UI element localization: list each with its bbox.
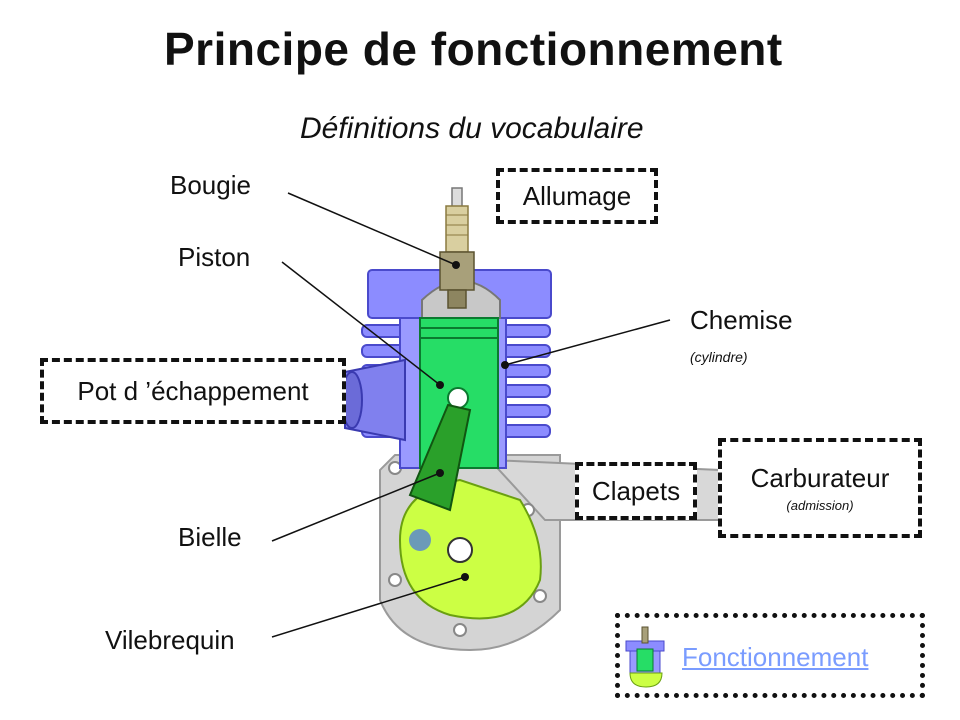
spark-plug bbox=[439, 187, 475, 309]
leader-dots bbox=[436, 261, 509, 581]
page-title: Principe de fonctionnement bbox=[164, 23, 783, 75]
label-bougie: Bougie bbox=[170, 170, 251, 200]
carburateur-sub: (admission) bbox=[786, 498, 854, 513]
box-clapets: Clapets bbox=[575, 462, 697, 520]
label-chemise: Chemise bbox=[690, 305, 793, 335]
crankshaft bbox=[398, 478, 542, 620]
label-chemise-sub: (cylindre) bbox=[690, 349, 748, 365]
box-carburateur: Carburateur (admission) bbox=[718, 438, 922, 538]
box-allumage: Allumage bbox=[496, 168, 658, 224]
label-bielle: Bielle bbox=[178, 522, 242, 552]
fonctionnement-link[interactable]: Fonctionnement bbox=[682, 642, 869, 672]
carburateur-title: Carburateur bbox=[750, 463, 890, 493]
label-vilebrequin: Vilebrequin bbox=[105, 625, 235, 655]
mini-engine-icon bbox=[625, 626, 665, 688]
leader-lines bbox=[271, 192, 671, 638]
page-subtitle: Définitions du vocabulaire bbox=[300, 112, 644, 145]
connecting-rod bbox=[408, 403, 472, 512]
box-pot-echappement: Pot d ’échappement bbox=[40, 358, 346, 424]
fonctionnement-nav-box[interactable] bbox=[615, 613, 925, 698]
label-piston: Piston bbox=[178, 242, 251, 272]
